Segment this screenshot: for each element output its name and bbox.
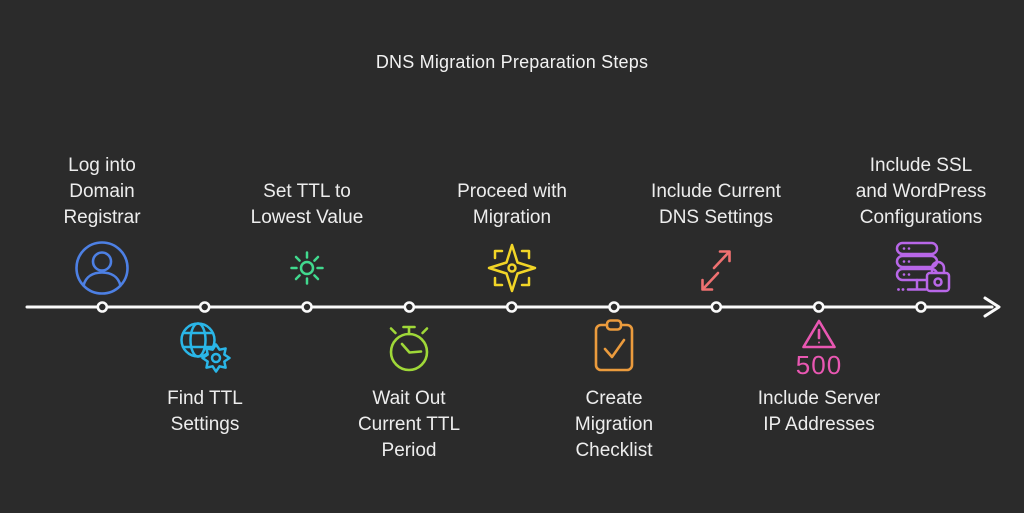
timeline-node	[710, 301, 723, 313]
step-label: Wait Out Current TTL Period	[357, 388, 461, 461]
step-label: Include Current DNS Settings	[651, 181, 781, 228]
step-proceed-with-migration: Proceed with Migration	[417, 179, 607, 297]
timeline-node	[301, 301, 313, 313]
timeline-axis	[25, 296, 1001, 318]
step-label: Find TTL Settings	[167, 388, 243, 435]
step-include-server-ip-addresses: 500 Include Server IP Addresses	[724, 316, 914, 438]
brightness-icon	[288, 239, 326, 297]
step-create-migration-checklist: Create Migration Checklist	[519, 316, 709, 464]
step-label: Create Migration Checklist	[574, 388, 654, 461]
step-include-current-dns-settings: Include Current DNS Settings	[621, 179, 811, 297]
timeline-node	[198, 301, 211, 313]
step-wait-out-current-ttl-period: Wait Out Current TTL Period	[314, 316, 504, 464]
clipboard-check-icon	[588, 316, 640, 378]
user-circle-icon	[74, 239, 130, 297]
timeline-node	[608, 301, 620, 313]
globe-gear-icon	[176, 316, 234, 378]
step-label: Include SSL and WordPress Configurations	[855, 155, 987, 228]
timeline-node	[505, 301, 518, 313]
server-lock-icon	[889, 239, 953, 297]
error-500-badge: 500	[795, 349, 843, 380]
alert-triangle-icon: 500	[796, 316, 842, 378]
timeline-arrow-icon	[983, 296, 1001, 318]
timeline-node	[812, 301, 825, 313]
step-log-into-domain-registrar: Log into Domain Registrar	[7, 153, 197, 297]
timeline-node	[96, 301, 109, 313]
step-find-ttl-settings: Find TTL Settings	[110, 316, 300, 438]
step-label: Log into Domain Registrar	[63, 155, 141, 228]
star-compass-icon	[484, 239, 540, 297]
step-include-ssl-wordpress-configurations: Include SSL and WordPress Configurations	[826, 153, 1016, 297]
step-label: Include Server IP Addresses	[757, 388, 881, 435]
timeline-node	[915, 301, 927, 313]
timeline-node	[403, 301, 416, 313]
step-label: Proceed with Migration	[457, 181, 567, 228]
step-set-ttl-to-lowest-value: Set TTL to Lowest Value	[212, 179, 402, 297]
step-label: Set TTL to Lowest Value	[250, 181, 364, 228]
diagram-title: DNS Migration Preparation Steps	[375, 52, 649, 72]
diagonal-arrows-icon	[690, 239, 742, 297]
stopwatch-icon	[381, 316, 437, 378]
